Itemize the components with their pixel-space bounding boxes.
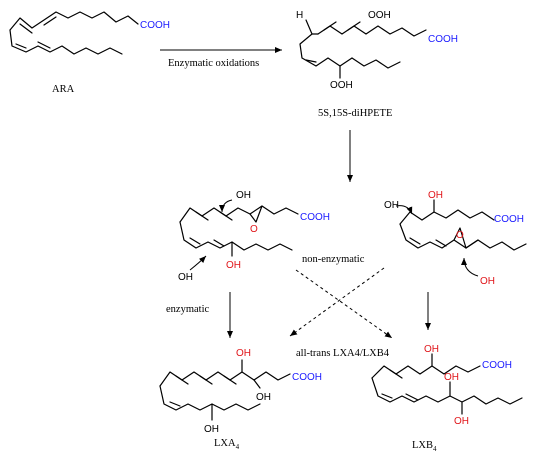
epoxide-a-oh-chain: OH: [226, 260, 241, 271]
lxa4-name: LXA4: [214, 438, 240, 451]
epoxide-b-structure: OH OH O COOH OH: [384, 190, 527, 287]
epoxide-b-oh-left: OH: [384, 200, 399, 211]
lxb4-name: LXB4: [412, 440, 437, 453]
epoxide-a-cooh: COOH: [300, 212, 330, 223]
epoxide-b-attack-arrow-bottom: [461, 257, 479, 277]
all-trans-label: all-trans LXA4/LXB4: [296, 348, 390, 359]
epoxide-a-oxygen: O: [250, 224, 258, 235]
dihpete-ooh-bottom: OOH: [330, 80, 353, 91]
epoxide-b-attack-arrow-top: [395, 205, 413, 215]
non-enzymatic-arrow-to-lxa: [289, 267, 385, 337]
dihpete-structure: H OOH COOH OOH: [296, 10, 458, 91]
lxb4-oh-3: OH: [454, 416, 469, 427]
lxb4-structure: OH OH OH COOH: [371, 344, 523, 427]
enzymatic-oxidations-label: Enzymatic oxidations: [168, 58, 259, 69]
lxb4-cooh: COOH: [482, 360, 512, 371]
epoxide-a-attack-arrow-bottom: [189, 255, 207, 271]
lxa4-structure: OH OH OH COOH: [159, 348, 322, 435]
ara-cooh-label: COOH: [140, 20, 170, 31]
ara-name: ARA: [52, 84, 75, 95]
epoxide-b-cooh: COOH: [494, 214, 524, 225]
epoxide-b-oh-chain: OH: [428, 190, 443, 201]
dihpete-ooh-top: OOH: [368, 10, 391, 21]
epoxide-a-oh-bottom: OH: [178, 272, 193, 283]
epoxide-b-oh-bottom: OH: [480, 276, 495, 287]
lxa4-cooh: COOH: [292, 372, 322, 383]
lxa4-oh-1: OH: [236, 348, 251, 359]
ara-structure: COOH: [9, 11, 170, 55]
lxb4-oh-2: OH: [444, 372, 459, 383]
epoxide-a-oh-top: OH: [236, 190, 251, 201]
enzymatic-label: enzymatic: [166, 304, 209, 315]
epoxide-a-structure: OH O COOH OH OH: [178, 190, 330, 283]
lxb4-oh-1: OH: [424, 344, 439, 355]
dihpete-cooh: COOH: [428, 34, 458, 45]
lxa4-oh-3: OH: [204, 424, 219, 435]
dihpete-h-label: H: [296, 10, 303, 21]
lxa4-oh-2: OH: [256, 392, 271, 403]
non-enzymatic-arrow-to-lxb: [295, 269, 393, 339]
epoxide-a-attack-arrow-top: [219, 199, 233, 213]
dihpete-name: 5S,15S-diHPETE: [318, 108, 392, 119]
epoxide-b-oxygen: O: [456, 230, 464, 241]
non-enzymatic-label: non-enzymatic: [302, 254, 365, 265]
